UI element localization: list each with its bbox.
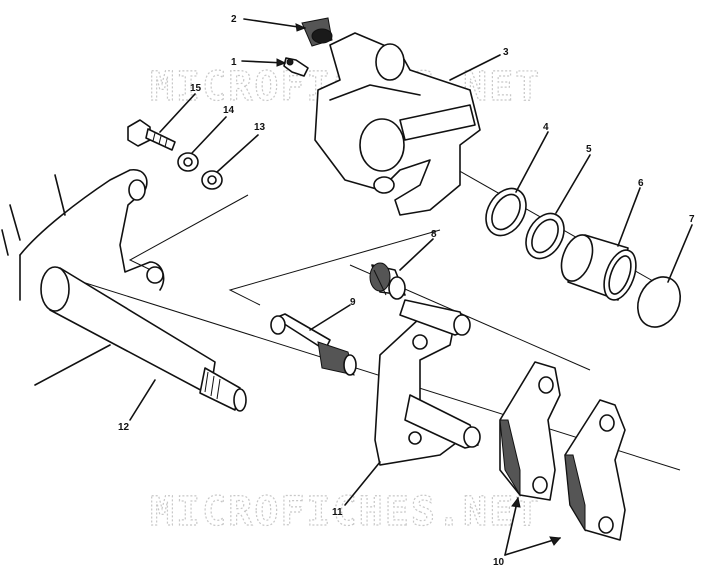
callout-1: 1 bbox=[231, 57, 237, 68]
bleeder-cap-2 bbox=[301, 17, 333, 47]
dust-cap-7 bbox=[637, 276, 681, 328]
callout-7: 7 bbox=[689, 214, 695, 225]
guide-pin-9 bbox=[270, 313, 357, 376]
bleeder-screw-1 bbox=[283, 57, 309, 77]
callout-6: 6 bbox=[638, 178, 644, 189]
callout-8: 8 bbox=[431, 229, 437, 240]
callout-labels: 2 1 3 4 5 6 7 8 9 10 11 12 13 14 15 bbox=[118, 14, 695, 568]
leader-lines bbox=[129, 18, 693, 556]
frame-bracket bbox=[1, 169, 165, 301]
seal-5 bbox=[525, 212, 565, 260]
bushing-8 bbox=[369, 262, 406, 300]
bolt-15 bbox=[127, 119, 176, 151]
axle-pin-12 bbox=[34, 266, 247, 412]
callout-2: 2 bbox=[231, 14, 237, 25]
callout-15: 15 bbox=[190, 83, 202, 94]
caliper-bracket-11 bbox=[374, 299, 481, 466]
brake-pads-10 bbox=[499, 361, 626, 541]
callout-4: 4 bbox=[543, 122, 549, 133]
callout-12: 12 bbox=[118, 422, 130, 433]
lock-washer-14 bbox=[177, 152, 199, 172]
piston-6 bbox=[560, 234, 637, 301]
watermark-bottom: MICROFICHES.NET bbox=[150, 489, 541, 535]
callout-3: 3 bbox=[503, 47, 509, 58]
flat-washer-13 bbox=[201, 170, 223, 190]
callout-14: 14 bbox=[223, 105, 235, 116]
caliper-body-3 bbox=[314, 32, 481, 216]
seal-4 bbox=[485, 187, 527, 237]
callout-10: 10 bbox=[493, 557, 505, 568]
callout-13: 13 bbox=[254, 122, 266, 133]
callout-9: 9 bbox=[350, 297, 356, 308]
callout-5: 5 bbox=[586, 144, 592, 155]
callout-11: 11 bbox=[332, 507, 343, 518]
